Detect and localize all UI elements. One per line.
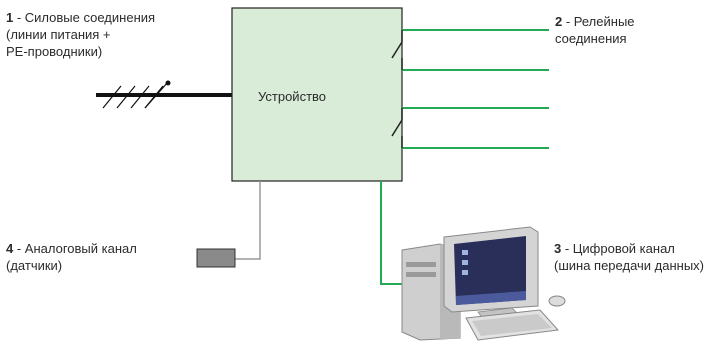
analog-line1: - Аналоговый канал: [13, 241, 137, 256]
relay-line1: - Релейные: [562, 14, 635, 29]
analog-number: 4: [6, 241, 14, 256]
digital-number: 3: [554, 241, 562, 256]
relay-line2: соединения: [555, 31, 627, 46]
digital-line1: - Цифровой канал: [561, 241, 675, 256]
device-box: [231, 7, 403, 182]
analog-line2: (датчики): [6, 258, 63, 273]
analog-channel-label: 4 - Аналоговый канал (датчики): [6, 240, 137, 274]
pe-conductor-dot: [165, 80, 171, 86]
relay-number: 2: [555, 14, 563, 29]
digital-line2: (шина передачи данных): [554, 258, 705, 273]
power-line3: PE-проводники): [6, 44, 103, 59]
relay-switch-icon: [391, 29, 549, 71]
digital-channel-label: 3 - Цифровой канал (шина передачи данных…: [554, 240, 704, 274]
power-connection-label: 1 - Силовые соединения (линии питания + …: [6, 9, 155, 60]
power-line2: (линии питания +: [6, 27, 111, 42]
sensor-icon: [196, 248, 236, 268]
desktop-computer-icon: [401, 226, 566, 341]
power-line1: - Силовые соединения: [13, 10, 156, 25]
power-line: [96, 80, 232, 109]
digital-line: [380, 181, 402, 285]
relay-connection-label: 2 - Релейные соединения: [555, 13, 635, 47]
relay-switch-icon: [391, 107, 549, 149]
analog-line: [235, 181, 261, 260]
power-number: 1: [6, 10, 14, 25]
device-label: Устройство: [258, 89, 327, 104]
